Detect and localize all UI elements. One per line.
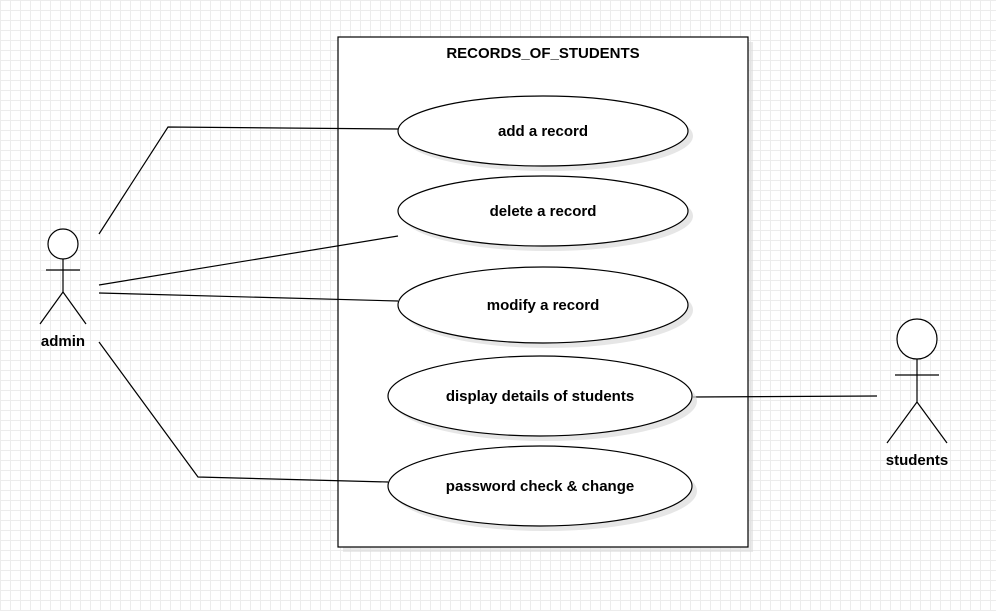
use-case-add-record[interactable]: add a record — [397, 95, 693, 171]
actor-label: admin — [41, 333, 85, 350]
use-case-label: display details of students — [446, 388, 634, 405]
association-admin-modify-record[interactable] — [98, 292, 399, 302]
system-title: RECORDS_OF_STUDENTS — [446, 45, 639, 62]
use-case-modify-record[interactable]: modify a record — [397, 266, 693, 348]
associations — [98, 126, 878, 483]
use-case-password-check[interactable]: password check & change — [387, 445, 697, 531]
actor-right-leg — [916, 401, 948, 444]
actor-right-leg — [62, 291, 87, 325]
actor-label: students — [886, 452, 949, 469]
actor-admin[interactable]: admin — [39, 228, 87, 350]
use-case-delete-record[interactable]: delete a record — [397, 175, 693, 251]
actor-students[interactable]: students — [886, 318, 949, 469]
association-students-display-details[interactable] — [692, 395, 878, 398]
use-case-display-details[interactable]: display details of students — [387, 355, 697, 441]
actor-left-leg — [39, 291, 64, 325]
association-admin-password-check[interactable] — [98, 341, 389, 483]
use-case-label: delete a record — [490, 203, 597, 220]
actor-head — [47, 228, 79, 260]
use-case-label: add a record — [498, 123, 588, 140]
actor-left-leg — [886, 401, 918, 444]
use-case-label: password check & change — [446, 478, 634, 495]
use-case-label: modify a record — [487, 297, 600, 314]
association-admin-add-record[interactable] — [98, 126, 399, 235]
actor-head — [896, 318, 938, 360]
association-admin-delete-record[interactable] — [98, 235, 399, 286]
